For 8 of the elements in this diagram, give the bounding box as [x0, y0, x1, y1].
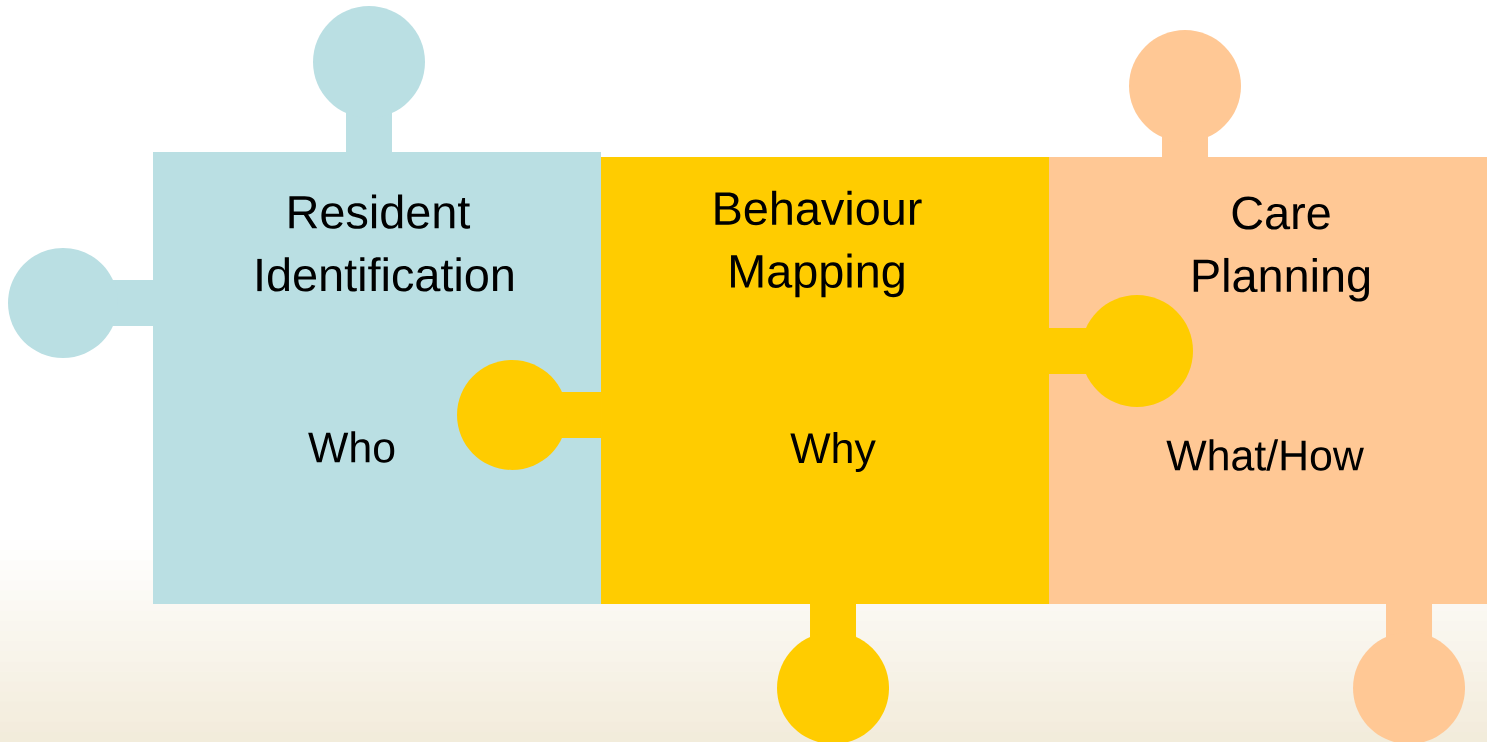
puzzle-piece — [1049, 30, 1487, 742]
piece-question: What/How — [1166, 439, 1364, 471]
piece-heading: Behaviour Mapping — [715, 190, 922, 298]
puzzle-piece — [8, 6, 601, 604]
piece-question: Why — [790, 432, 876, 472]
piece-question: Who — [308, 431, 395, 463]
piece-heading: Care Planning — [1193, 196, 1370, 302]
piece-heading: Resident Identification — [257, 194, 513, 292]
